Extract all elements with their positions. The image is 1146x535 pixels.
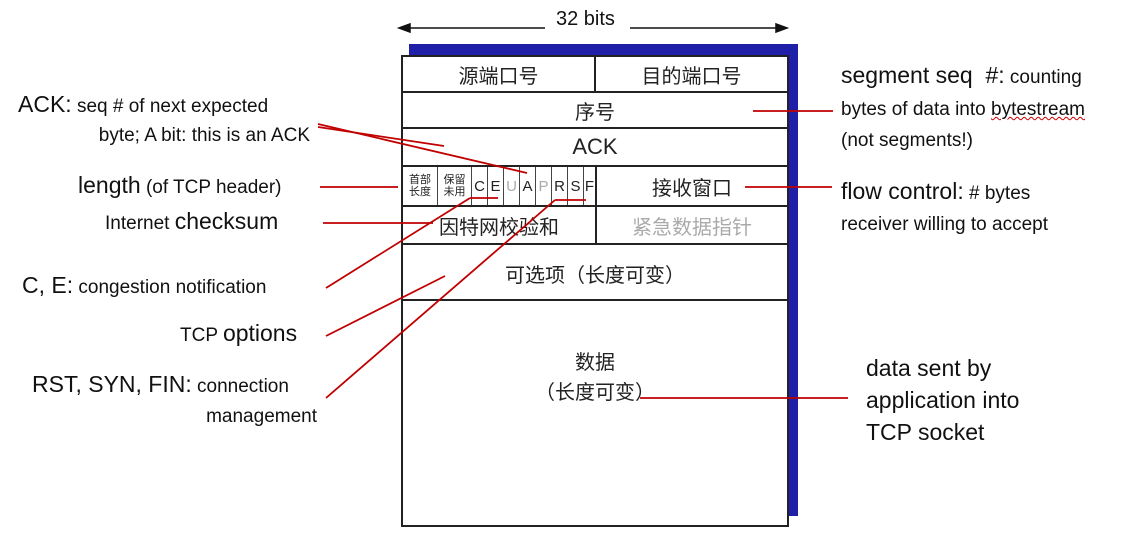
flag-p: P (535, 167, 551, 205)
source-port-field: 源端口号 (458, 63, 539, 88)
options-annotation: TCP options (180, 320, 297, 347)
flow-annotation: flow control: # bytes receiver willing t… (841, 176, 1048, 240)
ack-annotation: ACK: seq # of next expected byte; A bit:… (18, 90, 310, 150)
ce-annotation-text: congestion notification (73, 277, 267, 298)
options-line (325, 275, 446, 337)
length-annotation-bold: length (78, 172, 141, 198)
data-annotation: data sent by application into TCP socket (866, 352, 1019, 448)
data-label: 数据 (575, 350, 615, 374)
data-sublabel: （长度可变） (535, 380, 655, 404)
ack-line-2 (317, 123, 528, 174)
seqnum-annotation-text2a: bytes of data into (841, 99, 991, 120)
options-field: 可选项（长度可变） (505, 263, 685, 287)
ce-line (325, 197, 471, 289)
ack-annotation-bold: ACK: (18, 91, 72, 117)
checksum-annotation: Internet checksum (105, 208, 278, 235)
flag-s: S (567, 167, 583, 205)
ce-annotation-bold: C, E: (22, 272, 74, 298)
header-length-line1: 首部 (409, 173, 431, 186)
rsf-annotation-text1: connection (191, 376, 289, 397)
seqnum-annotation-bold: segment seq #: (841, 62, 1005, 88)
checksum-field: 因特网校验和 (439, 214, 559, 239)
dest-port-field: 目的端口号 (594, 57, 787, 91)
ack-annotation-text1: seq # of next expected (71, 96, 269, 117)
row-flags: 首部 长度 保留 未用 C E U A P R S F 接收窗口 (403, 167, 787, 207)
rsf-line (325, 199, 556, 399)
urgent-pointer-field: 紧急数据指针 (595, 207, 787, 243)
flow-annotation-line1: flow control: # bytes (841, 176, 1048, 210)
checksum-annotation-bold: checksum (174, 208, 279, 234)
data-annotation-line2: application into (866, 387, 1020, 413)
width-label: 32 bits (556, 8, 615, 30)
flow-annotation-bold: flow control: (841, 178, 964, 204)
flow-annotation-text1: # bytes (963, 183, 1031, 204)
ack-line-1 (317, 126, 445, 147)
seqnum-annotation-text3: (not segments!) (841, 130, 973, 151)
seqnum-annotation-line1: segment seq #: counting (841, 60, 1085, 94)
tcp-segment: 源端口号 目的端口号 序号 ACK 首部 长度 保留 未用 C E U A P … (401, 55, 789, 527)
row-checksum: 因特网校验和 紧急数据指针 (403, 207, 787, 245)
seqnum-annotation-text2b: bytestream (991, 99, 1085, 120)
ack-annotation-line1: ACK: seq # of next expected (18, 90, 310, 122)
data-annotation-line1: data sent by (866, 355, 992, 381)
rsf-annotation-bold: RST, SYN, FIN: (32, 371, 192, 397)
seq-field: 序号 (575, 99, 615, 124)
width-arrowhead-right (775, 22, 790, 34)
rsf-annotation: RST, SYN, FIN: connection management (32, 370, 317, 431)
row-ack: ACK (403, 129, 787, 167)
data-field: 数据 （长度可变） (403, 347, 787, 407)
options-annotation-text: TCP (180, 325, 223, 346)
flag-f: F (583, 167, 595, 205)
receive-window-field: 接收窗口 (595, 167, 787, 205)
reserved-line1: 保留 (443, 173, 466, 186)
ack-field: ACK (572, 134, 618, 159)
flag-a: A (519, 167, 535, 205)
flow-annotation-text2: receiver willing to accept (841, 214, 1048, 235)
row-ports: 源端口号 目的端口号 (403, 57, 787, 93)
length-annotation-text: (of TCP header) (140, 177, 282, 198)
header-length-line2: 长度 (409, 185, 431, 198)
options-annotation-bold: options (222, 320, 298, 346)
length-annotation: length (of TCP header) (78, 172, 281, 199)
reserved-field: 保留 未用 (437, 167, 471, 205)
reserved-line2: 未用 (443, 185, 466, 198)
ce-annotation: C, E: congestion notification (22, 272, 266, 299)
header-length-field: 首部 长度 (403, 167, 437, 205)
flag-c: C (471, 167, 487, 205)
seqnum-annotation-line2: bytes of data into bytestream (841, 94, 1085, 125)
flag-u: U (503, 167, 519, 205)
seqnum-annotation-text1: counting (1004, 67, 1082, 88)
checksum-annotation-text: Internet (105, 213, 175, 234)
row-options: 可选项（长度可变） (403, 245, 787, 301)
seqnum-annotation: segment seq #: counting bytes of data in… (841, 60, 1085, 156)
rsf-annotation-line1: RST, SYN, FIN: connection (32, 370, 317, 402)
data-annotation-line3: TCP socket (866, 419, 985, 445)
flag-r: R (551, 167, 567, 205)
row-seq: 序号 (403, 93, 787, 129)
width-arrowhead-left (396, 22, 411, 34)
flag-e: E (487, 167, 503, 205)
ack-annotation-text2: byte; A bit: this is an ACK (98, 125, 310, 146)
rsf-annotation-text2: management (206, 406, 317, 427)
